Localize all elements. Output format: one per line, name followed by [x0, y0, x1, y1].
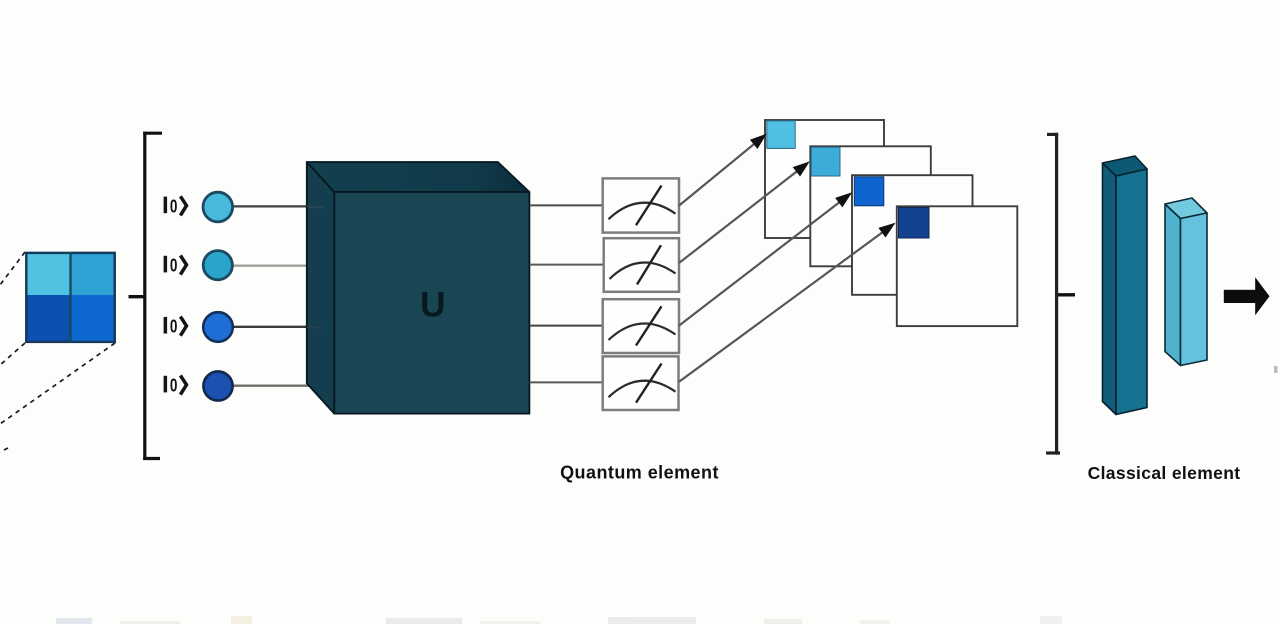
svg-text:Classical element: Classical element [1088, 463, 1241, 483]
svg-text:Quantum element: Quantum element [560, 463, 719, 483]
svg-text:U: U [420, 284, 446, 324]
